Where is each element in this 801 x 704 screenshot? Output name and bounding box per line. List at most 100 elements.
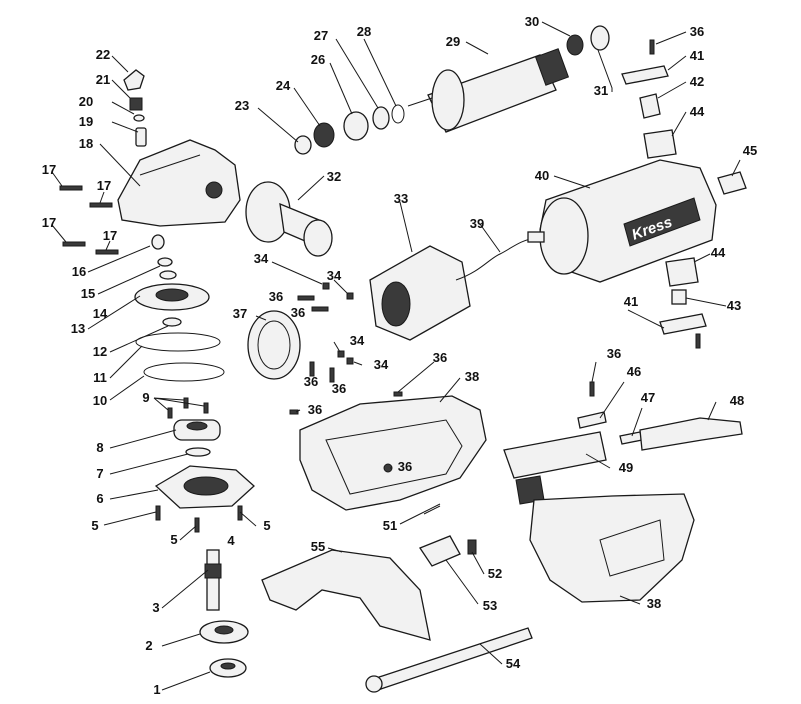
part-18-gear-housing [117, 139, 241, 227]
part-29-armature [407, 48, 570, 133]
label-20: 20 [79, 94, 93, 109]
part-8-bearing [173, 419, 221, 441]
part-41-brush-cap-bottom [659, 313, 707, 335]
part-47-connector [619, 431, 643, 445]
label-34a: 34 [254, 251, 269, 266]
label-2: 2 [145, 638, 152, 653]
label-48: 48 [730, 393, 744, 408]
label-5c: 5 [263, 518, 270, 533]
label-34b: 34 [327, 268, 342, 283]
part-31-sleeve [590, 25, 610, 51]
label-34d: 34 [374, 357, 389, 372]
label-44a: 44 [690, 104, 705, 119]
part-38-rear-handle [529, 493, 695, 603]
part-26-bearing [343, 111, 369, 141]
label-46: 46 [627, 364, 641, 379]
label-41a: 41 [690, 48, 704, 63]
label-34c: 34 [350, 333, 365, 348]
label-27: 27 [314, 28, 328, 43]
part-10-gasket [143, 362, 225, 382]
part-12-oring [162, 317, 182, 327]
label-15: 15 [81, 286, 95, 301]
part-53-lock-lever [419, 535, 461, 567]
label-32: 32 [327, 169, 341, 184]
part-30-bearing [566, 34, 584, 56]
label-28: 28 [357, 24, 371, 39]
label-13: 13 [71, 321, 85, 336]
label-36f: 36 [433, 350, 447, 365]
part-21-spring [129, 97, 143, 111]
label-23: 23 [235, 98, 249, 113]
label-41b: 41 [624, 294, 638, 309]
part-4-spindle [204, 549, 222, 611]
label-22: 22 [96, 47, 110, 62]
label-47: 47 [641, 390, 655, 405]
leader-lines [51, 21, 741, 691]
label-16: 16 [72, 264, 86, 279]
label-19: 19 [79, 114, 93, 129]
part-16-bushing [151, 234, 165, 250]
part-27-ring [372, 106, 390, 130]
label-9: 9 [142, 390, 149, 405]
label-3: 3 [152, 600, 159, 615]
part-44-brush-holder-top [643, 129, 677, 159]
part-52-spring [467, 539, 477, 555]
label-38b: 38 [647, 596, 661, 611]
part-37-fan-baffle [247, 310, 301, 380]
label-36d: 36 [304, 374, 318, 389]
label-36h: 36 [398, 459, 412, 474]
part-36-screw-top [649, 39, 655, 55]
part-19-pin [135, 127, 147, 147]
label-6: 6 [96, 491, 103, 506]
label-51: 51 [383, 518, 397, 533]
part-2-bearing [199, 620, 249, 644]
label-36a: 36 [690, 24, 704, 39]
part-24-pinion [313, 122, 335, 148]
label-43: 43 [727, 298, 741, 313]
label-40: 40 [535, 168, 549, 183]
label-49: 49 [619, 460, 633, 475]
part-17-screws [59, 185, 119, 255]
label-52: 52 [488, 566, 502, 581]
label-17a: 17 [42, 162, 56, 177]
part-38-gear-casing-half [299, 395, 487, 511]
part-43-brush [671, 289, 687, 305]
label-42: 42 [690, 74, 704, 89]
label-14: 14 [93, 306, 108, 321]
label-36c: 36 [291, 305, 305, 320]
label-38a: 38 [465, 369, 479, 384]
label-36g: 36 [308, 402, 322, 417]
label-4: 4 [227, 533, 235, 548]
part-11-gasket [135, 332, 221, 352]
label-26: 26 [311, 52, 325, 67]
label-5b: 5 [170, 532, 177, 547]
part-48-cable-sleeve [639, 417, 743, 451]
part-34-nuts [322, 282, 354, 365]
label-36i: 36 [607, 346, 621, 361]
label-11: 11 [93, 370, 107, 385]
part-40-motor-housing: Kress [539, 159, 717, 283]
label-33: 33 [394, 191, 408, 206]
label-8: 8 [96, 440, 103, 455]
label-53: 53 [483, 598, 497, 613]
part-15-washer [157, 257, 177, 280]
label-44b: 44 [711, 245, 726, 260]
label-7: 7 [96, 466, 103, 481]
part-51-spring-wire [423, 503, 441, 515]
label-18: 18 [79, 136, 93, 151]
part-7-ring [185, 447, 211, 457]
part-39-cable [455, 231, 545, 281]
label-54: 54 [506, 656, 521, 671]
part-33-stator [369, 245, 471, 341]
label-36b: 36 [269, 289, 283, 304]
part-55-guard [261, 549, 431, 641]
label-39: 39 [470, 216, 484, 231]
part-46-cable-clamp [577, 411, 607, 429]
part-22-cap [123, 69, 145, 91]
label-1: 1 [153, 682, 160, 697]
part-41-brush-cap-top [621, 65, 669, 85]
part-42-brush-spring [639, 93, 661, 119]
label-17c: 17 [42, 215, 56, 230]
